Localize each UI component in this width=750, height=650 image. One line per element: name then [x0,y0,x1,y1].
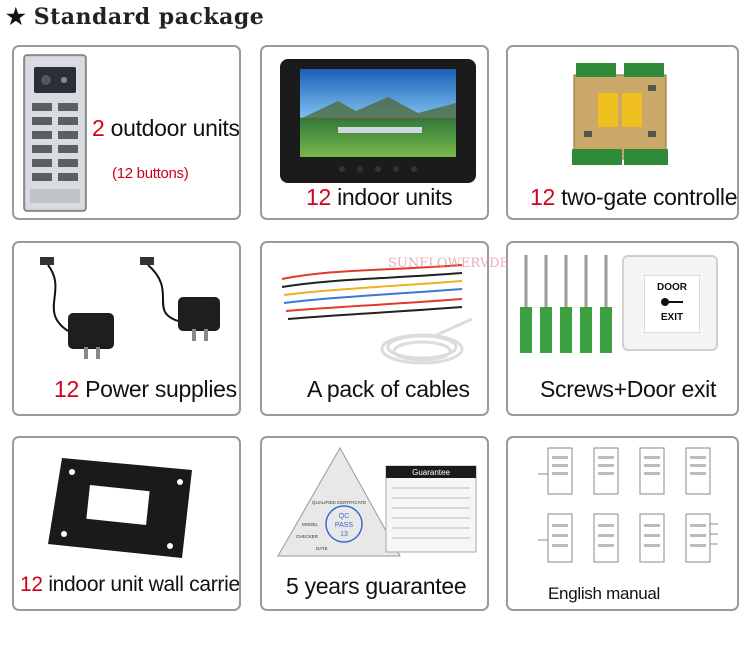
cert-date: DATE [316,546,328,551]
item-caption: 5 years guarantee [286,573,467,600]
item-label: A pack of cables [307,376,470,402]
item-caption: 2 outdoor units [92,115,240,142]
item-card-cables: A pack of cables [260,241,489,416]
exit-label: EXIT [660,312,684,323]
item-label: indoor unit wall carriers [48,573,241,596]
item-label: outdoor units [110,115,240,141]
door-label: DOOR [657,282,687,293]
item-quantity: 12 [306,184,331,210]
cable-bundle-icon [281,264,473,365]
item-card-wall-carriers: 12 indoor unit wall carriers [12,436,241,611]
watermark-text: SUNFLOWERVDE [388,256,510,271]
item-caption: A pack of cables [307,376,470,403]
guarantee-card-icon: QC PASS 13 QUALIFIED CERTIFICATE MODEL C… [277,446,477,557]
cert-model: MODEL [302,522,319,527]
item-label: indoor units [337,184,453,210]
item-label: Power supplies [85,376,237,402]
item-caption: 12 indoor unit wall carriers [20,573,241,597]
star-icon: ★ [6,4,26,30]
item-caption: 12 Power supplies [54,376,237,403]
item-caption: 12 indoor units [306,184,453,211]
item-caption: English manual [548,584,660,604]
item-quantity: 12 [54,376,79,402]
screws-icon [520,255,612,353]
key-icon [661,298,683,306]
item-caption: 12 two-gate controller [530,184,739,211]
item-label: 5 years guarantee [286,573,467,599]
pass-label: PASS [335,522,353,529]
qc-label: QC [339,513,350,520]
wall-bracket-icon [48,458,192,558]
cert-checker: CHECKER [296,534,319,539]
item-card-screws-door-exit: DOOR EXIT Screws+Door exit [506,241,739,416]
item-quantity: 2 [92,115,105,141]
item-card-controller: 12 two-gate controller [506,45,739,220]
item-label: Screws+Door exit [540,376,717,402]
item-quantity: 12 [20,573,43,596]
item-quantity: 12 [530,184,555,210]
item-caption: Screws+Door exit [540,376,716,403]
item-card-outdoor-units: 2 outdoor units (12 buttons) [12,45,241,220]
item-card-power-supplies: 12 Power supplies [12,241,241,416]
circuit-board-icon [572,63,668,165]
section-header: ★ Standard package [6,2,264,32]
outdoor-unit-panel-icon [23,54,87,212]
qc-number: 13 [340,531,348,538]
door-exit-button-icon: DOOR EXIT [622,255,718,351]
power-adapter-icon [40,257,220,359]
indoor-monitor-icon [280,59,476,183]
item-label: two-gate controller [561,184,739,210]
item-card-guarantee: QC PASS 13 QUALIFIED CERTIFICATE MODEL C… [260,436,489,611]
item-card-manual: English manual [506,436,739,611]
manual-diagrams-icon [538,447,718,563]
guarantee-card-title: Guarantee [412,468,450,477]
item-card-indoor-units: 12 indoor units [260,45,489,220]
cert-title: QUALIFIED CERTIFICATE [312,500,366,505]
item-label: English manual [548,584,661,603]
item-subcaption: (12 buttons) [112,165,189,182]
page-title: Standard package [33,4,265,30]
